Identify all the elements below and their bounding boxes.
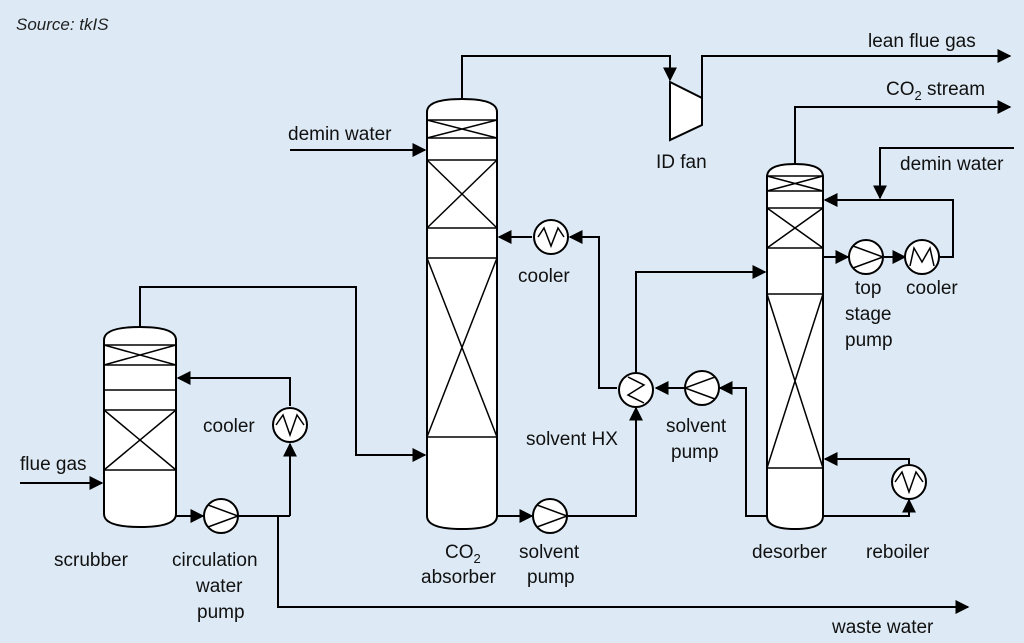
top-cooler-icon — [904, 239, 940, 275]
circulation-pump-icon — [203, 498, 241, 534]
desorber-vessel — [766, 162, 824, 531]
hx-to-absorber-cooler-line — [568, 230, 617, 389]
lean-flue-gas-line — [701, 49, 1012, 98]
source-label: Source: tkIS — [16, 15, 109, 34]
circulation-label-2: water — [195, 576, 243, 597]
reboiler-return-line — [823, 452, 910, 466]
demin-water-left-label: demin water — [288, 124, 392, 145]
flue-gas-label: flue gas — [20, 454, 87, 475]
circulation-label-3: pump — [197, 602, 245, 623]
top-cooler-label: cooler — [906, 278, 958, 299]
absorber-label-2: absorber — [421, 567, 497, 588]
co2-absorber-vessel — [426, 97, 498, 531]
id-fan-label: ID fan — [656, 152, 707, 173]
reboiler-label: reboiler — [866, 542, 930, 563]
co2-stream-label: CO2 stream — [886, 79, 985, 103]
waste-water-label: waste water — [831, 617, 934, 638]
top-stage-label-1: top — [855, 278, 881, 299]
waste-water-line — [277, 516, 970, 614]
absorber-to-fan-line — [461, 55, 677, 99]
lean-flue-gas-label: lean flue gas — [868, 31, 976, 52]
hx-to-desorber-line — [635, 265, 767, 372]
scrubber-cooler-icon — [272, 407, 308, 443]
top-stage-label-3: pump — [845, 330, 893, 351]
scrubber-label: scrubber — [54, 550, 129, 571]
demin-water-right-line — [873, 147, 1014, 200]
right-solvent-pump-icon — [682, 370, 720, 406]
scrubber-to-absorber-line — [139, 286, 427, 462]
absorber-cooler-icon — [533, 219, 569, 255]
circulation-label-1: circulation — [172, 550, 258, 571]
solvent-hx-label: solvent HX — [526, 429, 618, 450]
absorber-label-1: CO2 — [445, 542, 481, 566]
right-solvent-pump-label-2: pump — [671, 442, 719, 463]
right-solvent-pump-label-1: solvent — [666, 416, 727, 437]
reboiler-feed-line — [823, 498, 916, 517]
scrubber-cooler-label: cooler — [203, 416, 255, 437]
solvent-hx-icon — [618, 372, 654, 408]
desorber-label: desorber — [752, 542, 828, 563]
id-fan-icon — [669, 80, 703, 142]
bottom-solvent-pump-label-2: pump — [527, 567, 575, 588]
cooler-return-to-scrubber-line — [176, 371, 291, 406]
absorber-cooler-label: cooler — [518, 266, 570, 287]
co2-stream-line — [794, 100, 1012, 164]
solvent-pump-to-hx-line — [568, 406, 643, 517]
top-stage-pump-icon — [848, 239, 886, 275]
reboiler-icon — [891, 464, 927, 500]
absorber-solvent-pump-icon — [532, 498, 570, 534]
top-cooler-return-line — [823, 193, 954, 258]
desorber-bottom-line — [718, 381, 767, 517]
demin-water-right-label: demin water — [900, 154, 1004, 175]
top-stage-label-2: stage — [845, 304, 891, 325]
scrubber-vessel — [103, 325, 177, 529]
bottom-solvent-pump-label-1: solvent — [519, 542, 580, 563]
